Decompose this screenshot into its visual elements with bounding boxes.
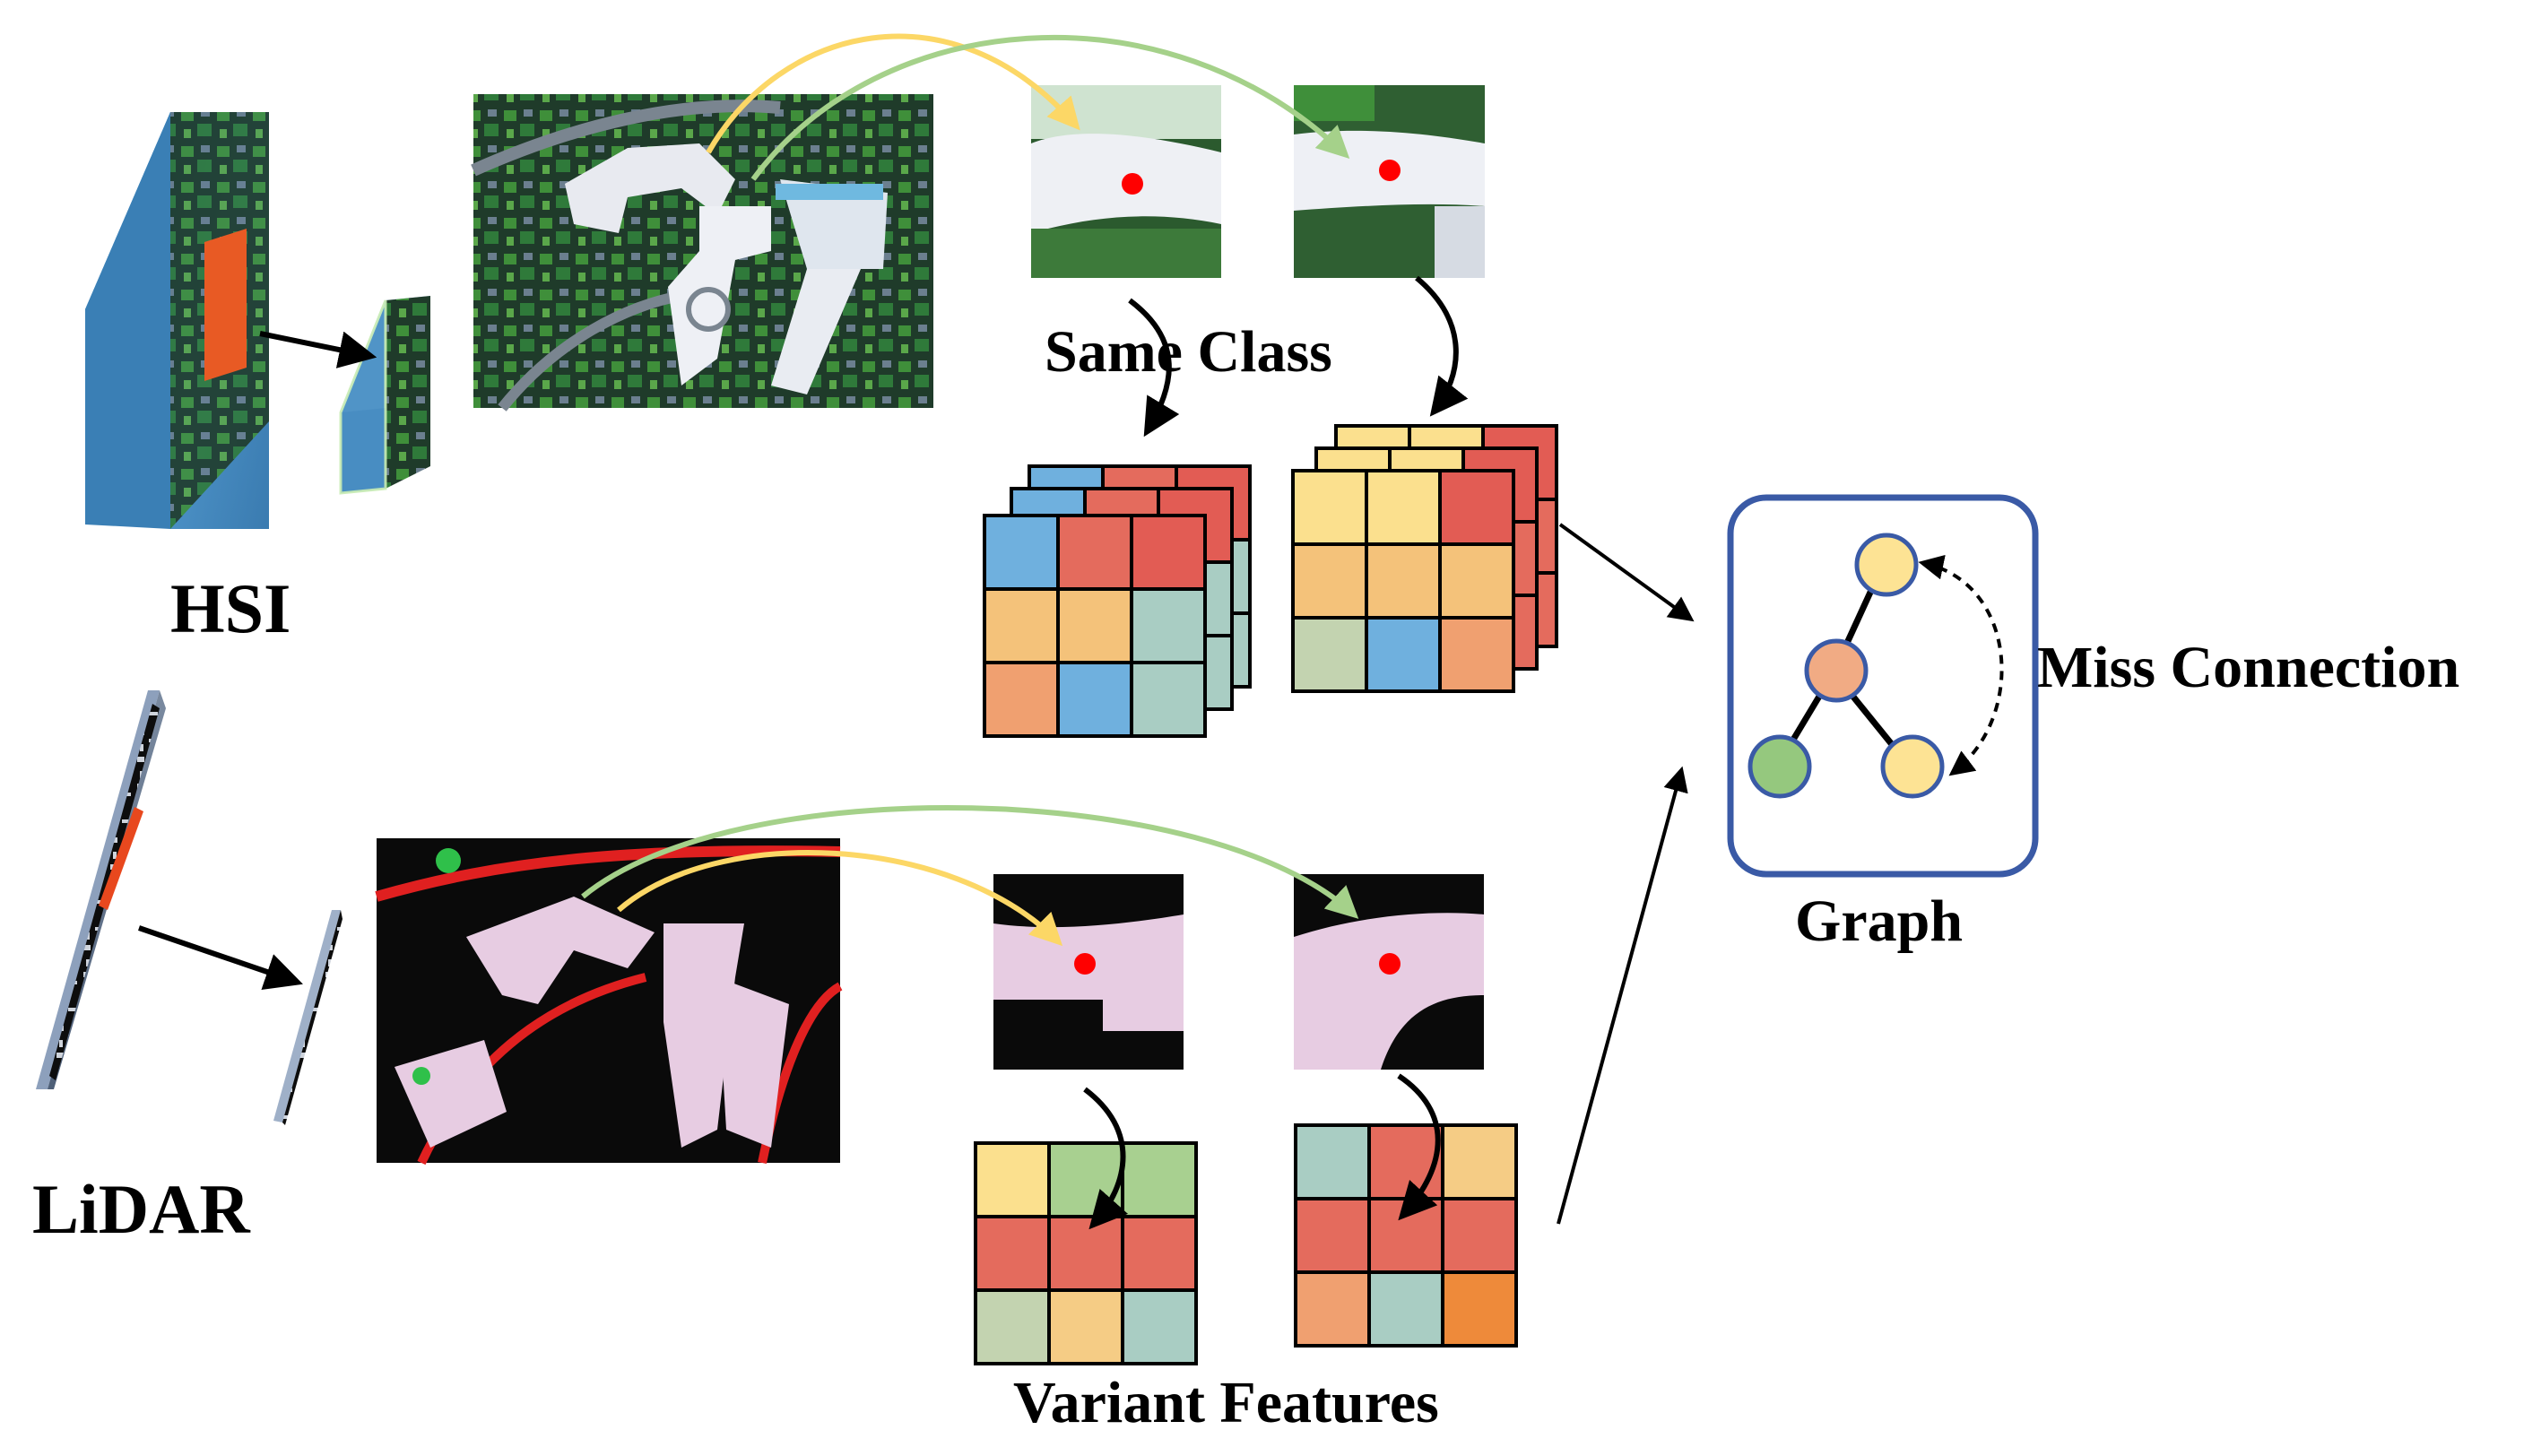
grid-cell	[1130, 587, 1207, 664]
lidar-grid-to-graph-arrow	[1557, 766, 1688, 1225]
hsi-label: HSI	[170, 569, 291, 647]
grid-cell	[1441, 1270, 1518, 1348]
grid-cell	[1367, 1270, 1444, 1348]
lidar-crop2-to-grid-arrow	[1397, 1073, 1441, 1221]
grid-cell	[1367, 1123, 1444, 1200]
grid-cell	[1438, 616, 1515, 693]
grid-cell	[1294, 1270, 1371, 1348]
lidar-scene-image	[375, 838, 843, 1166]
grid-cell	[1441, 1197, 1518, 1274]
hsi-patch-cube-icon	[339, 296, 430, 495]
graph-node-left	[1747, 734, 1812, 799]
grid-cell	[1121, 1288, 1198, 1365]
hsi-cube-icon	[85, 112, 269, 529]
grid-cell	[1291, 542, 1368, 620]
hsi-crop2-to-stack-arrow	[1415, 275, 1469, 417]
grid-cell	[1047, 1288, 1124, 1365]
hsi-crop1-to-stack-arrow	[1128, 298, 1180, 438]
hsi-crop-2-image	[1294, 85, 1485, 278]
grid-cell	[1438, 542, 1515, 620]
hsi-yellow-curve-arrow	[706, 33, 1080, 154]
grid-cell	[1294, 1197, 1371, 1274]
lidar-crop-1-point	[1074, 953, 1096, 975]
lidar-to-patch-arrow	[138, 925, 303, 990]
same-class-label: Same Class	[1045, 319, 1332, 385]
grid-cell	[1130, 514, 1207, 591]
grid-cell	[1130, 661, 1207, 738]
hsi-green-curve-arrow	[750, 35, 1350, 181]
grid-cell	[974, 1141, 1051, 1218]
grid-cell	[1438, 469, 1515, 546]
grid-cell	[1121, 1141, 1198, 1218]
graph-node-top	[1854, 533, 1919, 597]
lidar-crop1-to-grid-arrow	[1083, 1087, 1129, 1230]
lidar-slab-icon	[36, 690, 166, 1089]
grid-cell	[1047, 1141, 1124, 1218]
grid-cell	[1291, 616, 1368, 693]
hsi-to-patch-arrow	[259, 331, 377, 368]
grid-cell	[983, 661, 1060, 738]
miss-connection-label: Miss Connection	[2037, 635, 2460, 700]
hsi-stack-2-layer-1	[1291, 469, 1515, 693]
grid-cell	[1056, 514, 1133, 591]
grid-cell	[1291, 469, 1368, 546]
grid-cell	[1056, 661, 1133, 738]
lidar-yellow-curve-arrow	[617, 850, 1063, 947]
hsi-stack-to-graph-arrow	[1558, 523, 1695, 622]
lidar-green-curve-arrow	[581, 804, 1359, 919]
grid-cell	[1294, 1123, 1371, 1200]
lidar-patch-slab-icon	[273, 910, 343, 1125]
hsi-crop-1-point	[1122, 173, 1143, 195]
miss-connection-dashed-arrow	[1918, 554, 2004, 776]
grid-cell	[1365, 542, 1442, 620]
hsi-scene-image	[471, 94, 933, 412]
grid-cell	[1121, 1215, 1198, 1292]
hsi-stack-1-layer-1	[983, 514, 1207, 738]
grid-cell	[1441, 1123, 1518, 1200]
grid-cell	[1365, 469, 1442, 546]
variant-features-label: Variant Features	[1013, 1370, 1439, 1435]
graph-node-center	[1804, 638, 1869, 703]
graph-node-right	[1880, 734, 1945, 799]
lidar-grid-1	[974, 1141, 1198, 1365]
grid-cell	[983, 514, 1060, 591]
lidar-grid-2	[1294, 1123, 1518, 1348]
grid-cell	[1056, 587, 1133, 664]
lidar-crop-2-point	[1379, 953, 1401, 975]
grid-cell	[974, 1215, 1051, 1292]
hsi-crop-2-point	[1379, 160, 1401, 181]
graph-panel	[1727, 494, 2039, 878]
graph-label: Graph	[1795, 888, 1964, 954]
grid-cell	[1047, 1215, 1124, 1292]
grid-cell	[1365, 616, 1442, 693]
lidar-label: LiDAR	[32, 1170, 250, 1248]
grid-cell	[974, 1288, 1051, 1365]
grid-cell	[983, 587, 1060, 664]
